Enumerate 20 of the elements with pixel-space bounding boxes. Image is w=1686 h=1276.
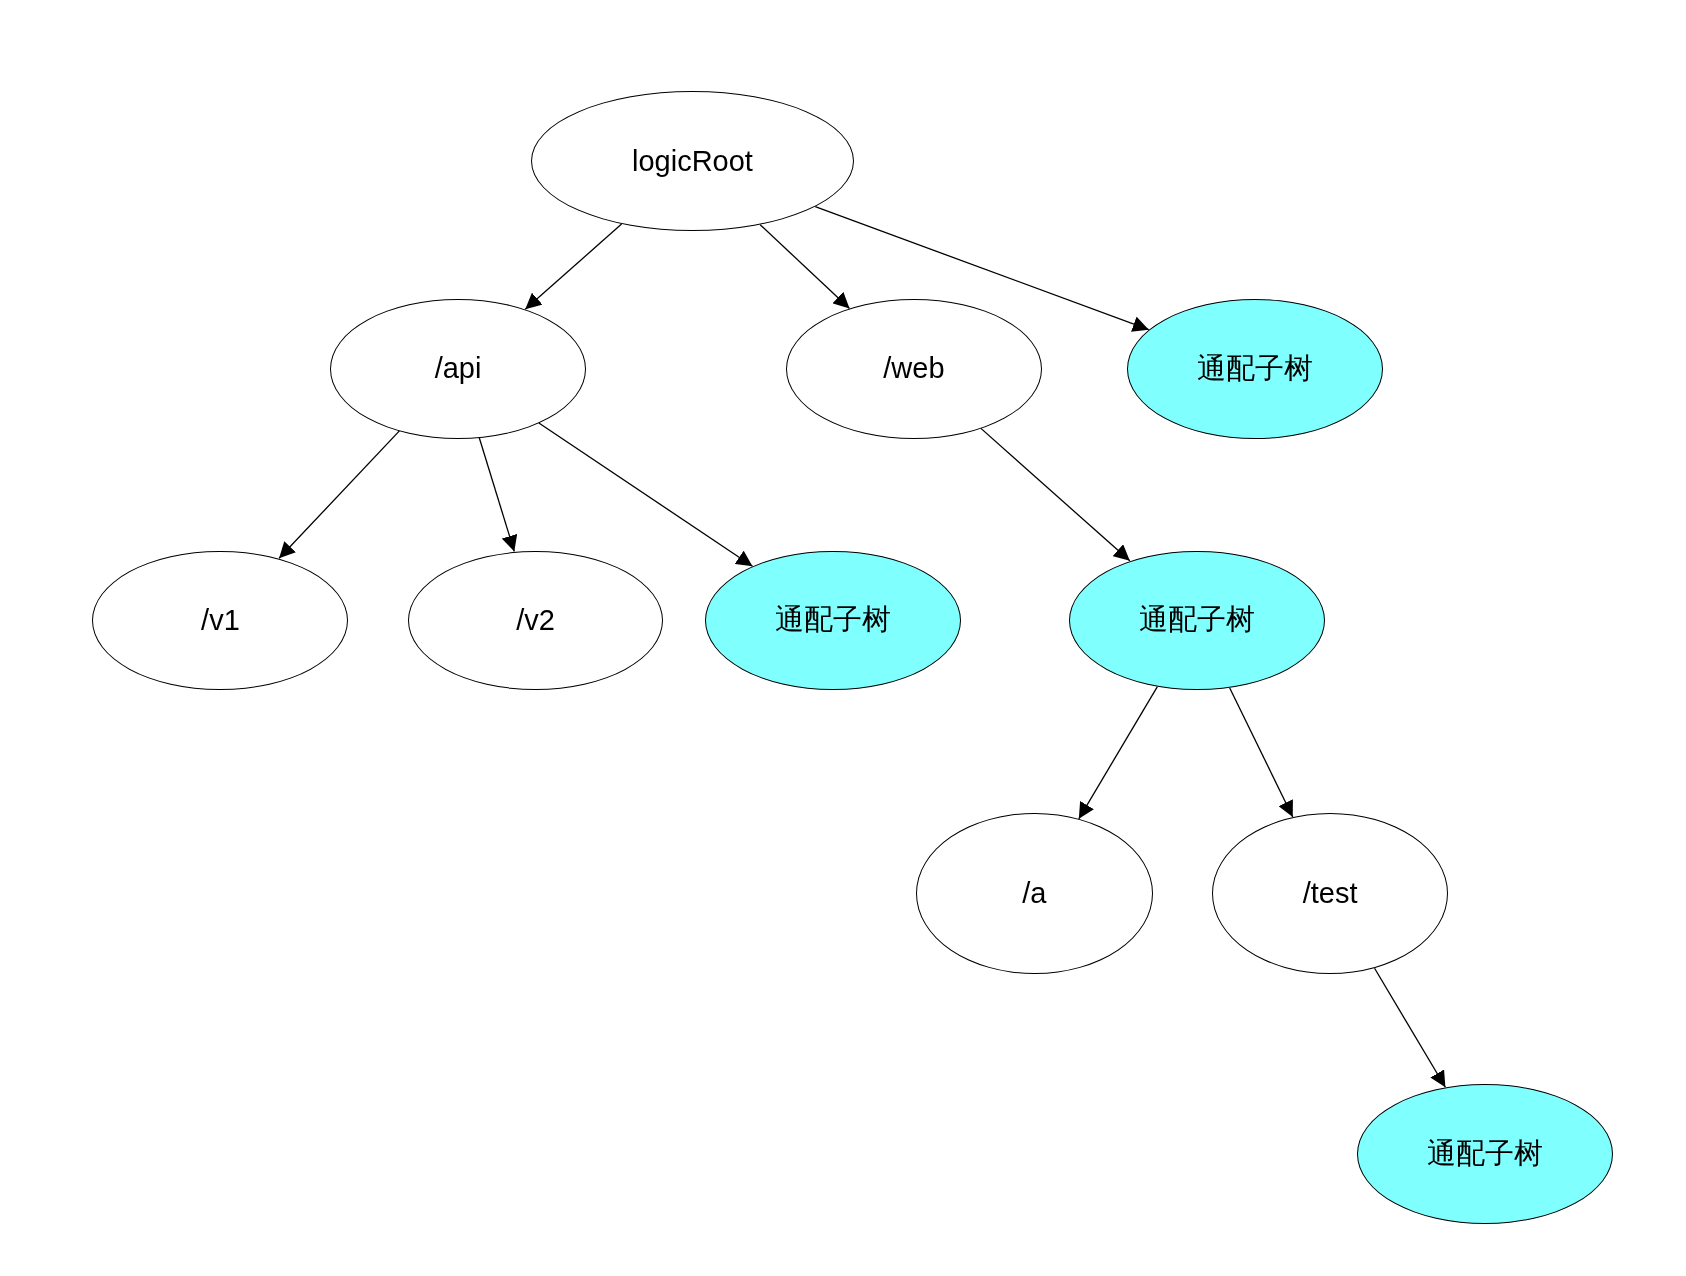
node-label: 通配子树 [1138, 602, 1255, 638]
node-label: /v2 [516, 603, 555, 637]
arrow [278, 430, 401, 559]
node-label: logicRoot [632, 144, 753, 178]
node-label: /v1 [201, 603, 240, 637]
arrow [759, 224, 851, 310]
node-label: /web [883, 352, 945, 386]
arrow [524, 223, 623, 310]
node-label: /api [434, 352, 482, 386]
arrow [538, 422, 754, 567]
node-label: /test [1302, 877, 1358, 911]
node-label: /a [1022, 877, 1047, 911]
arrow [814, 205, 1150, 332]
node-label: 通配子树 [775, 602, 892, 638]
node-label: 通配子树 [1426, 1135, 1543, 1171]
arrow [1373, 967, 1447, 1088]
node-label: 通配子树 [1196, 350, 1313, 386]
arrow [478, 437, 518, 553]
arrow [1078, 686, 1158, 820]
arrow [980, 427, 1131, 562]
